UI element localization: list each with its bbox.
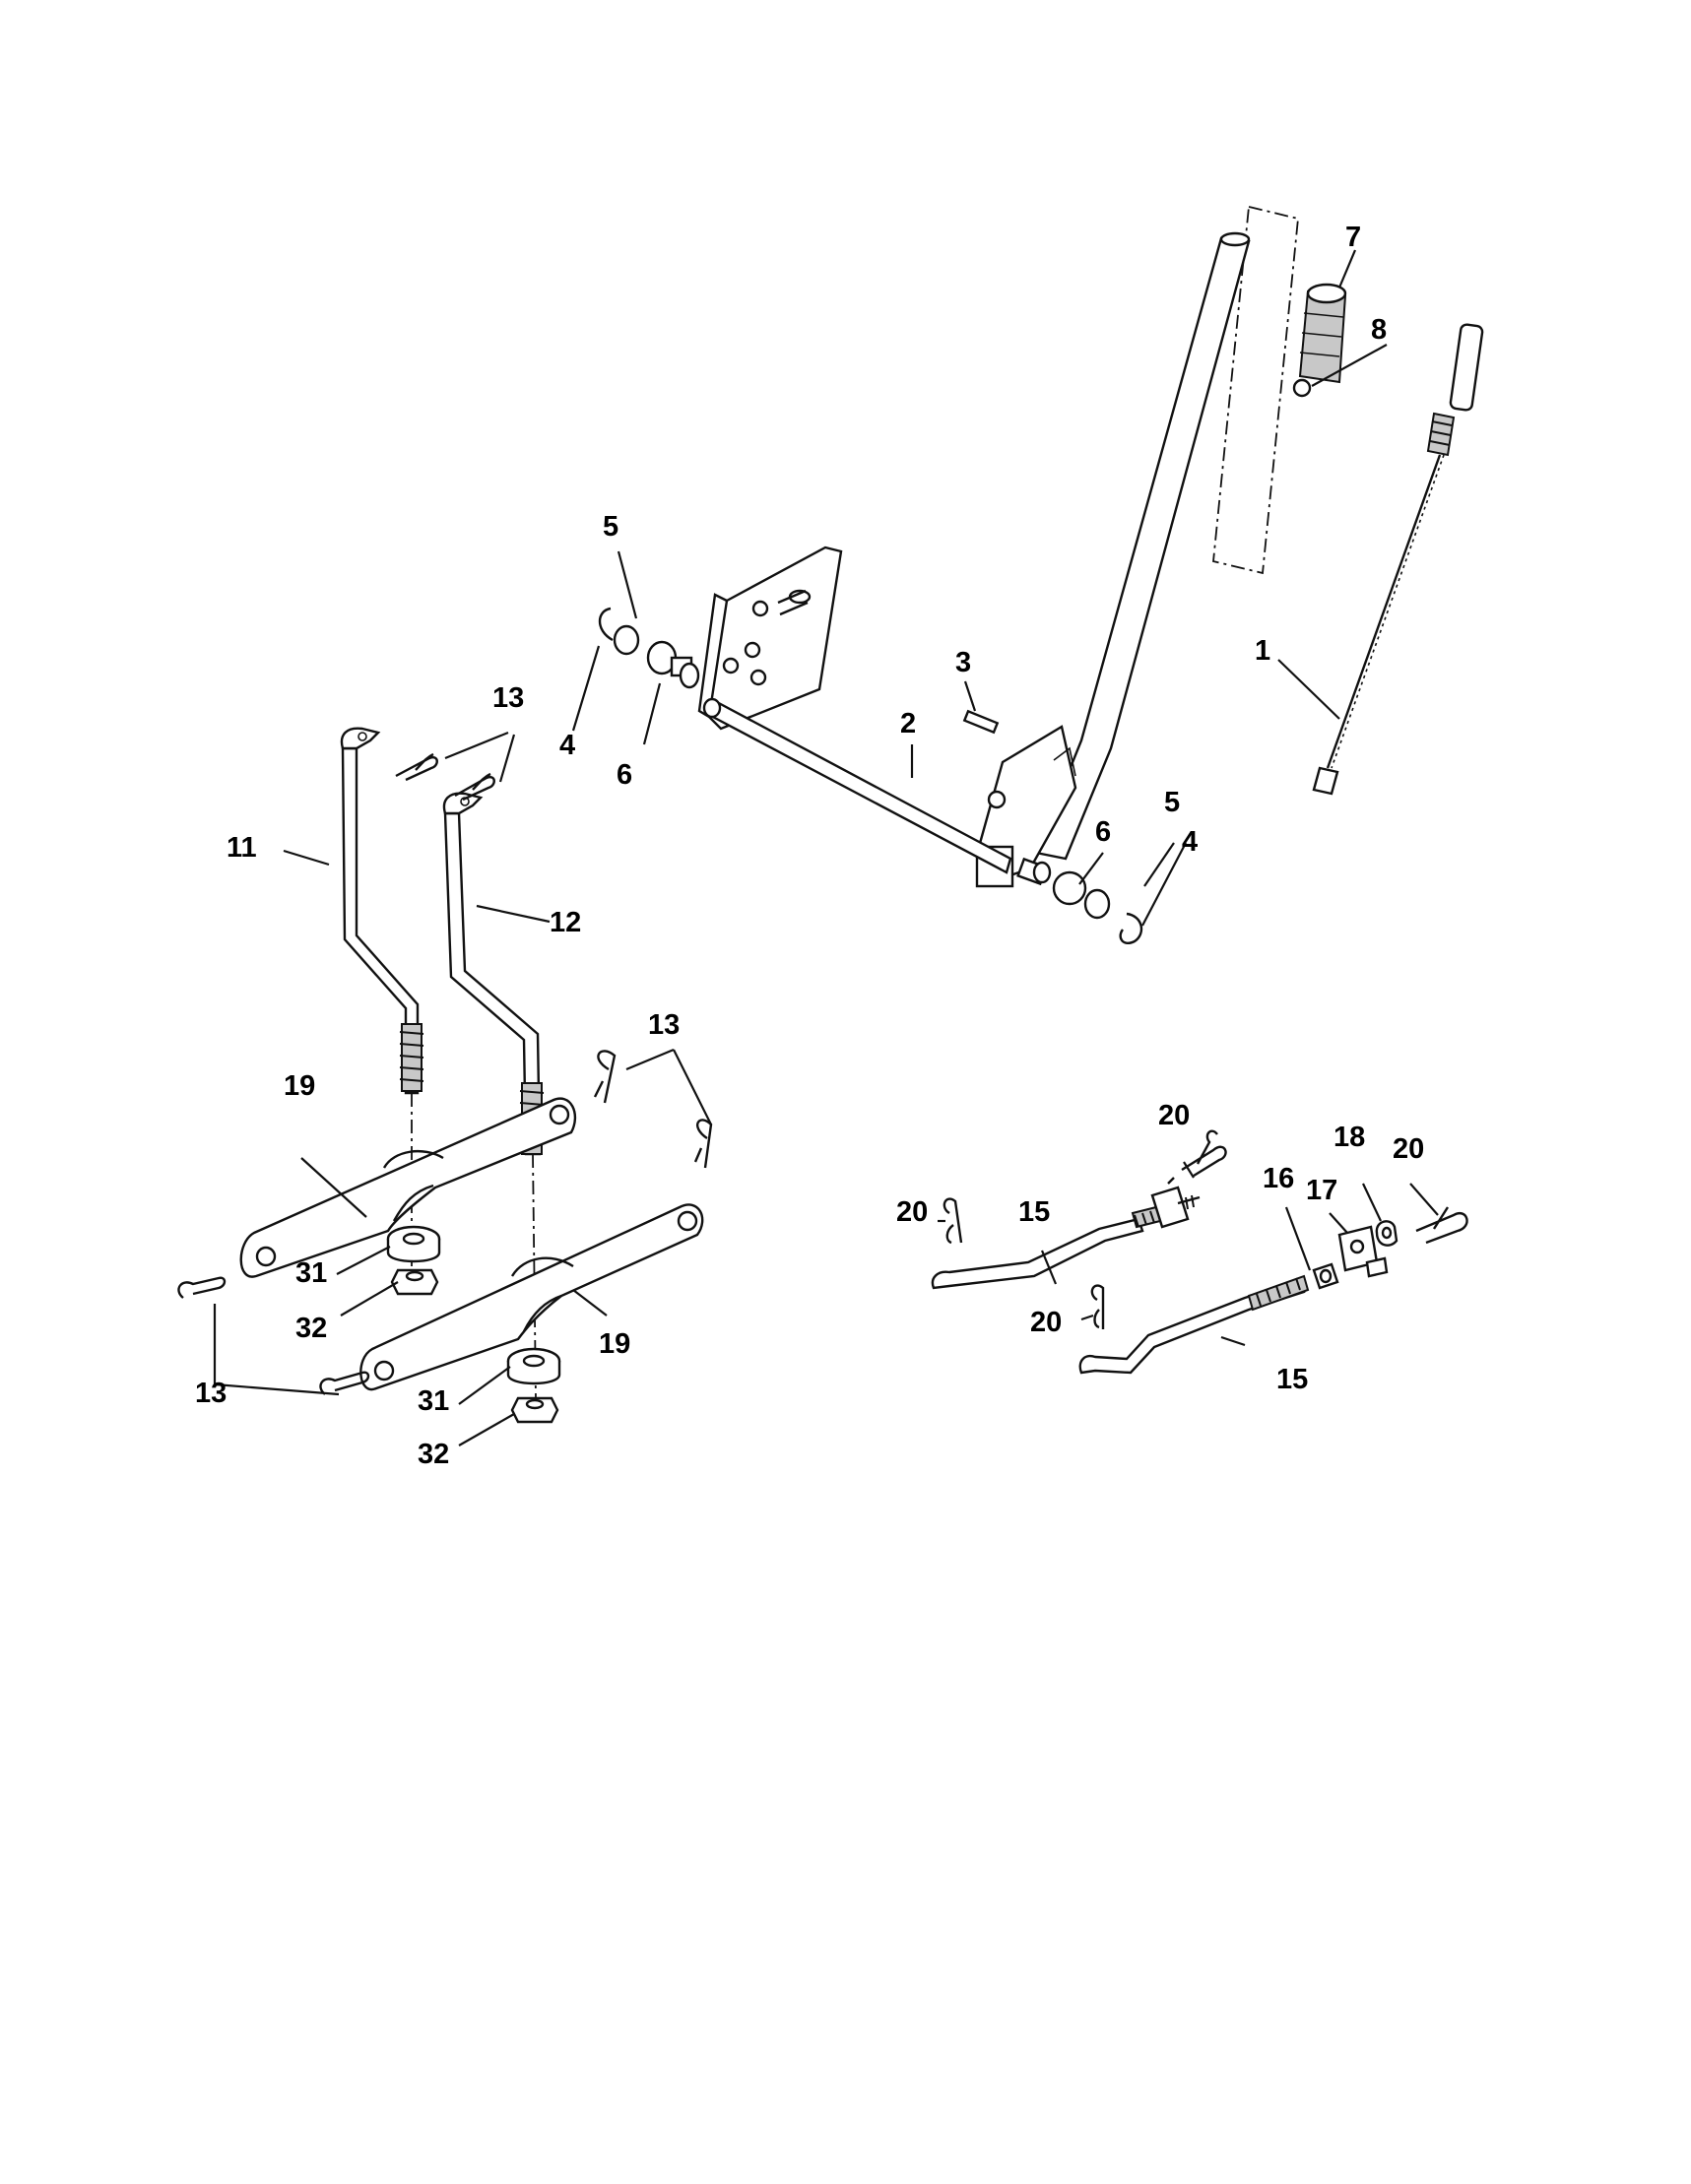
grommet-upper: [386, 1225, 441, 1263]
lift-lever: [975, 231, 1251, 888]
callout-20-lower: 20: [1030, 1307, 1062, 1338]
right-shaft-hardware: [1032, 861, 1143, 944]
lift-arm-19-lower: [359, 1203, 704, 1391]
nut-lower: [510, 1396, 559, 1424]
hairpin-clip-20-b: [943, 1197, 963, 1245]
washer-16: [1312, 1262, 1339, 1290]
hairpin-clip-13-f: [319, 1371, 370, 1395]
nut-18: [1375, 1220, 1398, 1247]
callout-19-upper: 19: [284, 1070, 315, 1102]
hairpin-clip-20-a: [1181, 1129, 1227, 1178]
left-shaft-hardware: [598, 607, 700, 689]
hairpin-clip-20-d: [1415, 1206, 1468, 1245]
callout-6-left: 6: [617, 759, 632, 791]
callout-6-right: 6: [1095, 816, 1111, 848]
callout-5-left: 5: [603, 511, 618, 543]
callout-19-lower: 19: [599, 1328, 630, 1360]
handle-grip: [1292, 283, 1347, 398]
lift-cable: [1312, 323, 1484, 796]
callout-1: 1: [1255, 635, 1270, 667]
hairpin-clip-13-a: [395, 752, 438, 782]
callout-17: 17: [1306, 1175, 1337, 1206]
callout-16: 16: [1263, 1163, 1294, 1194]
callout-13-mid: 13: [648, 1009, 680, 1041]
hairpin-clip-13-e: [177, 1276, 227, 1299]
mounting-plate: [697, 546, 843, 731]
callout-13-top: 13: [492, 682, 524, 714]
block-17: [1337, 1225, 1389, 1278]
lift-arm-19-upper: [239, 1097, 577, 1278]
callouts: 1 2 3 4 5 6 4 5 6 7 8 11 12 13 13 13 19 …: [195, 222, 1424, 1470]
lift-link-11: [340, 727, 424, 1095]
callout-4-left: 4: [559, 730, 575, 761]
callout-13-bottom: 13: [195, 1378, 227, 1409]
hairpin-clip-13-c: [593, 1050, 617, 1104]
callout-32-lower: 32: [418, 1439, 449, 1470]
callout-31-lower: 31: [418, 1385, 449, 1417]
adjust-rod-15-lower: [1078, 1274, 1310, 1375]
hairpin-clip-13-b: [454, 772, 495, 802]
grommet-lower: [506, 1347, 561, 1385]
callout-12: 12: [550, 907, 581, 938]
callout-7: 7: [1345, 222, 1361, 253]
adjust-rod-15-upper: [931, 1177, 1201, 1290]
roll-pin: [962, 709, 1000, 735]
callout-11: 11: [227, 832, 257, 864]
hairpin-clip-13-d: [693, 1119, 713, 1169]
callout-31-upper: 31: [295, 1257, 327, 1289]
callout-20-right: 20: [1393, 1133, 1424, 1165]
hairpin-clip-20-c: [1090, 1284, 1105, 1329]
callout-15-upper: 15: [1018, 1196, 1050, 1228]
leader-lines: [213, 249, 1439, 1446]
callout-15-lower: 15: [1276, 1364, 1308, 1395]
callout-4-right: 4: [1182, 826, 1198, 858]
callout-20-top: 20: [1158, 1100, 1190, 1131]
nut-upper: [390, 1268, 439, 1296]
callout-20-left: 20: [896, 1196, 928, 1228]
callout-8: 8: [1371, 314, 1387, 346]
callout-18: 18: [1333, 1122, 1365, 1153]
callout-2: 2: [900, 708, 916, 739]
callout-3: 3: [955, 647, 971, 678]
lift-link-12: [442, 792, 545, 1156]
lift-handle-outline: [1212, 205, 1299, 575]
callout-5-right: 5: [1164, 787, 1180, 818]
callout-32-upper: 32: [295, 1313, 327, 1344]
